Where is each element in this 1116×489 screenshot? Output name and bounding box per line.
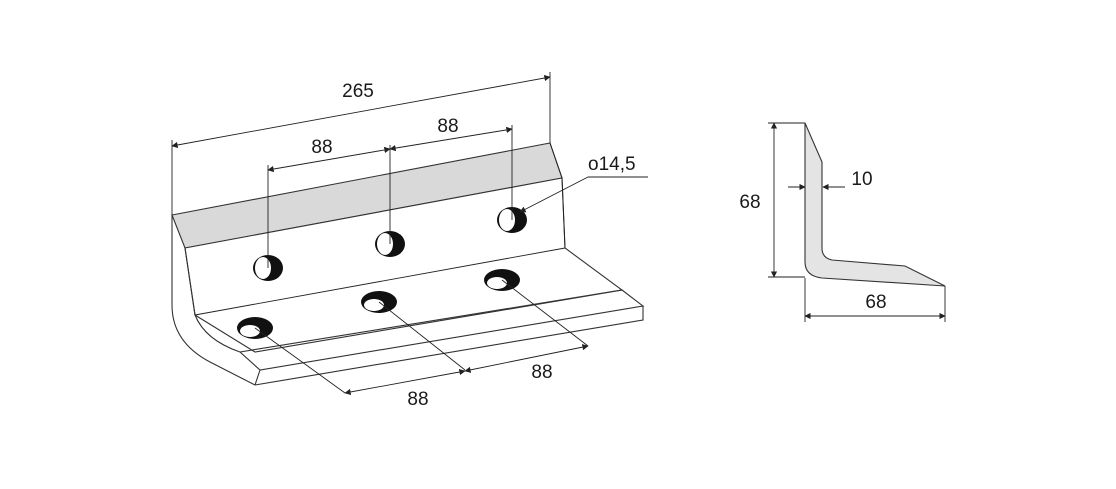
label-top-spacing-right: 88: [437, 116, 458, 137]
angle-bracket-isometric: 265 88 88 88 88 o14,5: [171, 72, 648, 410]
label-profile-height: 68: [739, 192, 760, 213]
front-chamfer-edge: [254, 369, 261, 386]
leader-hole-diameter: [519, 176, 589, 213]
left-edge: [171, 215, 256, 386]
label-top-spacing-left: 88: [311, 137, 332, 158]
label-bottom-spacing-right: 88: [531, 362, 552, 383]
hole-highlight: [364, 299, 384, 311]
top-right-edge: [549, 142, 563, 179]
ext-line-lower-hole3: [501, 279, 589, 347]
label-profile-thickness: 10: [851, 169, 872, 190]
label-hole-diameter: o14,5: [588, 154, 636, 175]
dim-line-bottom-left: [344, 368, 466, 396]
hole-highlight: [255, 257, 271, 279]
bottom-edge: [254, 306, 644, 386]
hole-highlight: [377, 233, 393, 255]
hole-highlight: [487, 277, 507, 289]
fold-line: [194, 247, 566, 316]
label-profile-width: 68: [865, 292, 886, 313]
dim-line-bottom-right: [464, 344, 589, 373]
profile-section: [804, 122, 946, 287]
ext-line-lower-hole2: [378, 301, 466, 371]
dim-line-top-right: [389, 126, 513, 152]
hole-highlight: [499, 209, 515, 231]
hole-highlight: [240, 325, 260, 337]
ext-line-lower-hole1: [254, 327, 346, 394]
label-overall-length: 265: [342, 81, 374, 102]
profile-view: 68 10 68: [739, 122, 946, 322]
label-bottom-spacing-left: 88: [407, 389, 428, 410]
dim-line-top-left: [267, 146, 391, 173]
dim-line-overall: [171, 74, 551, 149]
